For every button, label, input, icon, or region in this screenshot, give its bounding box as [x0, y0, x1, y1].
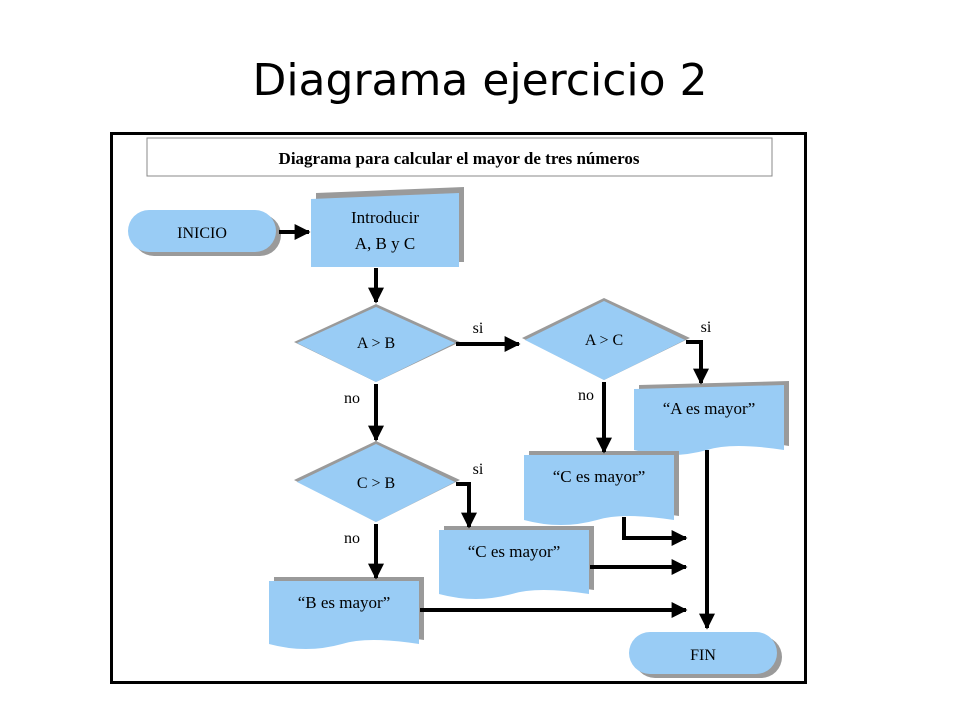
start-label: INICIO — [177, 225, 227, 242]
input-label-line2: A, B y C — [355, 234, 415, 253]
output-a-mayor: “A es mayor” — [634, 381, 789, 455]
input-label-line1: Introducir — [351, 208, 419, 227]
input-node: Introducir A, B y C — [311, 187, 464, 267]
output-c-mayor-left-label: “C es mayor” — [468, 542, 561, 561]
edge-label-ac-no: no — [578, 387, 594, 404]
arrow-cb-yes-to-c — [456, 482, 477, 529]
diagram-header: Diagrama para calcular el mayor de tres … — [146, 137, 773, 177]
end-label: FIN — [690, 647, 716, 664]
flowchart: Diagrama para calcular el mayor de tres … — [110, 132, 807, 684]
output-c-mayor-right-label: “C es mayor” — [553, 467, 646, 486]
end-terminal: FIN — [629, 632, 782, 678]
decision-a-gt-b: A > B — [294, 304, 460, 382]
arrow-ac-yes-to-a — [686, 340, 709, 385]
decision-c-gt-b-label: C > B — [357, 475, 395, 492]
output-b-mayor-label: “B es mayor” — [298, 593, 391, 612]
decision-c-gt-b: C > B — [294, 441, 460, 522]
arrow-c-right-to-fin — [622, 517, 688, 546]
start-terminal: INICIO — [128, 210, 281, 256]
edge-label-ac-yes: si — [701, 319, 712, 336]
edge-label-cb-yes: si — [473, 461, 484, 478]
output-a-mayor-label: “A es mayor” — [663, 399, 756, 418]
decision-a-gt-b-label: A > B — [357, 335, 395, 352]
output-b-mayor: “B es mayor” — [269, 577, 424, 649]
decision-a-gt-c-label: A > C — [585, 332, 623, 349]
edge-label-ab-yes: si — [473, 320, 484, 337]
edge-label-cb-no: no — [344, 530, 360, 547]
edge-label-ab-no: no — [344, 390, 360, 407]
decision-a-gt-c: A > C — [522, 298, 690, 380]
diagram-header-text: Diagrama para calcular el mayor de tres … — [279, 149, 640, 168]
output-c-mayor-right: “C es mayor” — [524, 451, 679, 525]
slide-title: Diagrama ejercicio 2 — [252, 55, 708, 106]
output-c-mayor-left: “C es mayor” — [439, 526, 594, 599]
